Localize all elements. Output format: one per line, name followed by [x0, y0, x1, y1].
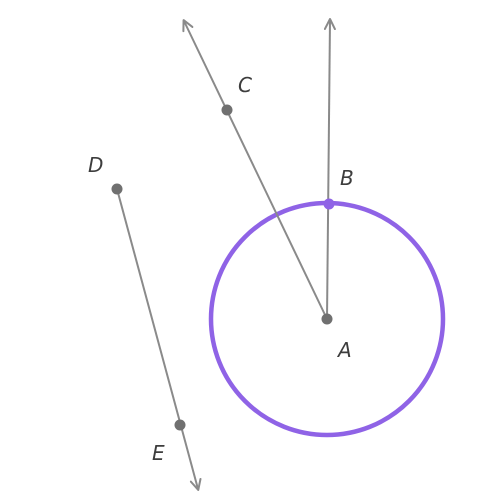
ray-ac[interactable] — [182, 19, 328, 320]
label-d: D — [88, 153, 103, 177]
point-b[interactable] — [323, 198, 335, 210]
label-a: A — [336, 338, 352, 362]
point-e[interactable] — [174, 419, 186, 431]
ray-de[interactable] — [116, 188, 202, 491]
ray-ab[interactable] — [323, 18, 336, 320]
label-c: C — [238, 73, 252, 97]
point-d[interactable] — [111, 183, 123, 195]
point-a[interactable] — [321, 313, 333, 325]
label-e: E — [152, 441, 165, 465]
label-b: B — [340, 166, 354, 190]
point-c[interactable] — [221, 104, 233, 116]
